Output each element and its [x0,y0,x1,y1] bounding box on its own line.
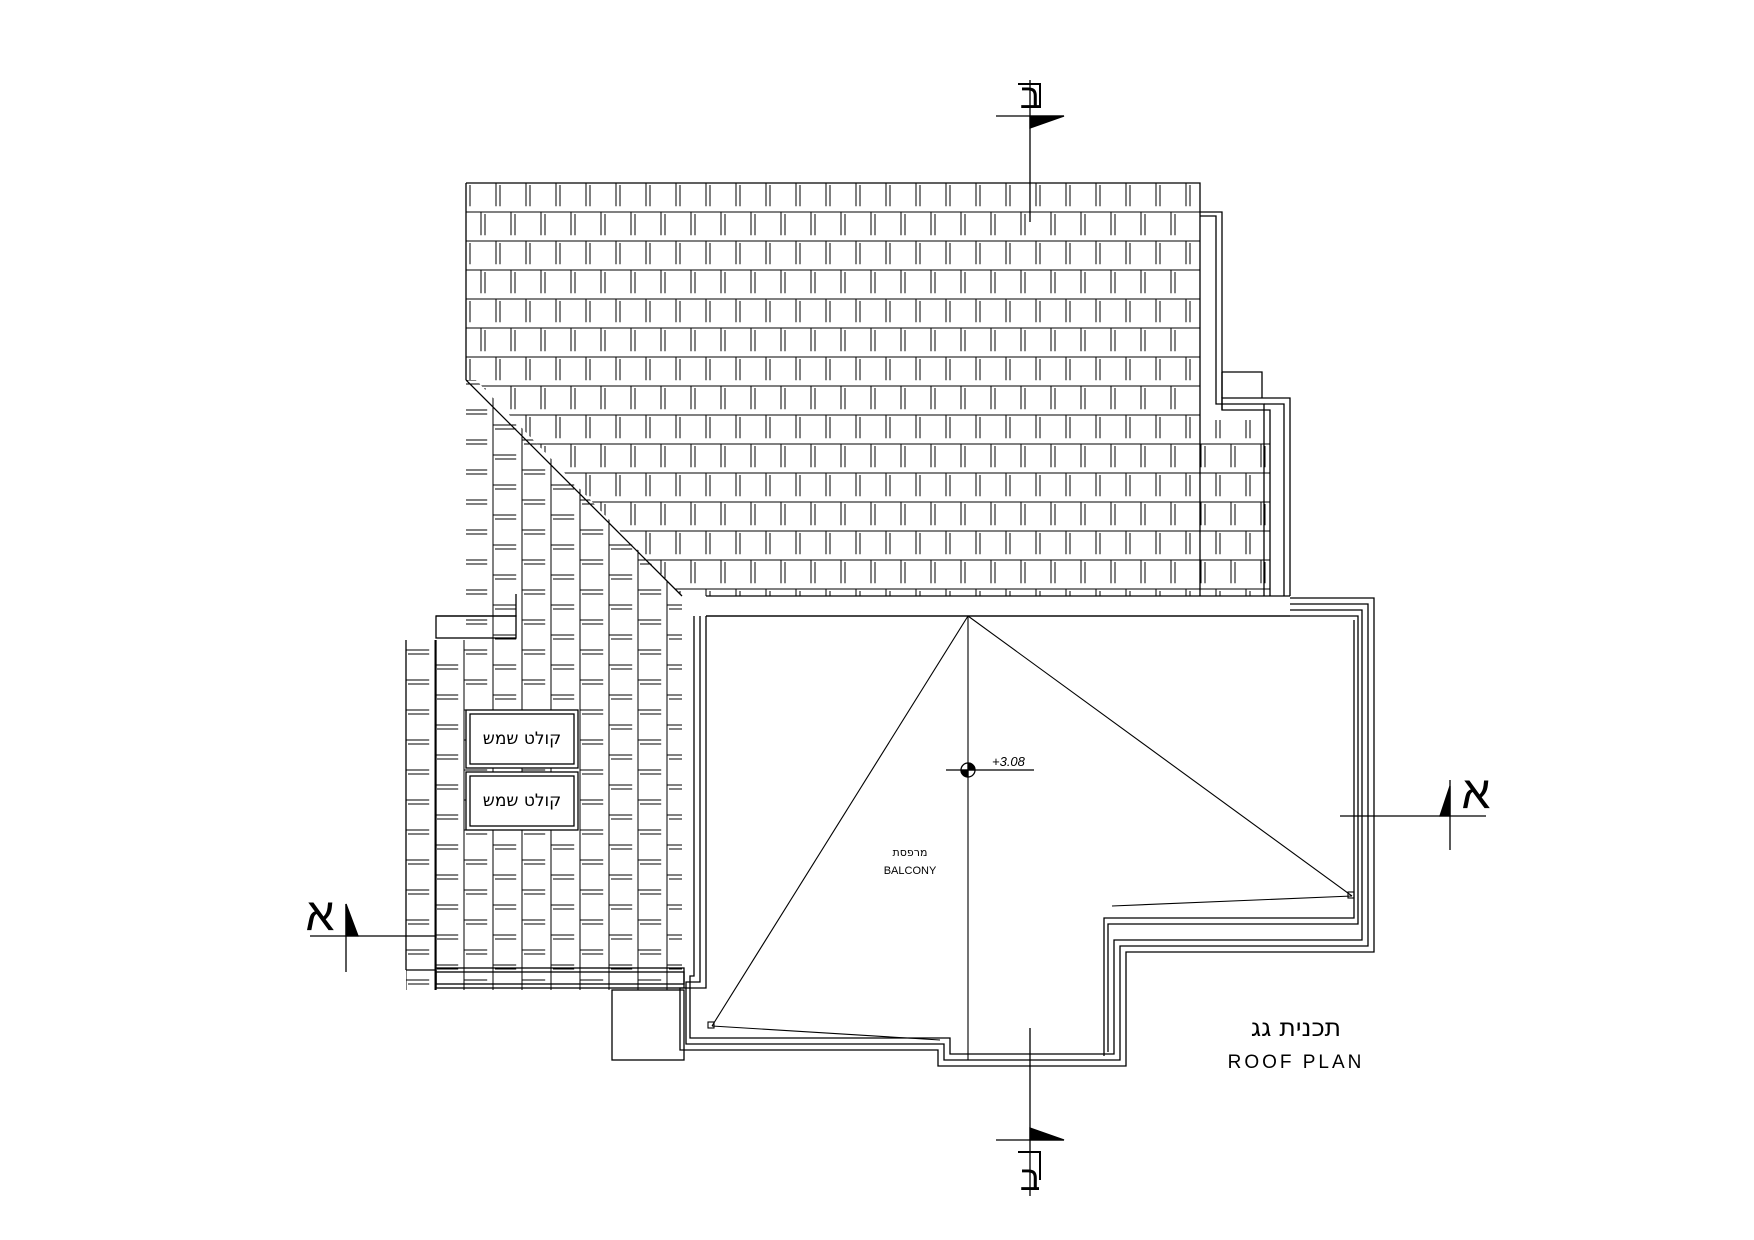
section-letter-b-bottom: ב [1020,1159,1040,1199]
section-mark-a-left [310,903,436,972]
roof-hip-line [465,379,683,597]
section-mark-b-bottom [996,1028,1065,1196]
section-letter-b-top: ב [1020,77,1040,117]
section-letter-a-left: א [306,887,335,941]
building-outline [405,211,1291,1061]
balcony-outline [679,597,1375,1067]
tiled-roof-lower [406,380,682,990]
solar-collector-1 [465,709,579,769]
elevation-label: +3.08 [992,754,1026,769]
drawing-title-he: תכנית גג [1251,1013,1341,1042]
section-mark-a-right [1340,780,1486,850]
section-mark-b-top [996,80,1065,222]
balcony-slope-lines [707,615,1355,1060]
tiled-roof-upper [465,182,1270,596]
solar-collector-1-label: קולט שמש [483,729,561,749]
drawing-title-en: ROOF PLAN [1228,1052,1365,1073]
balcony-label-en: BALCONY [884,865,937,877]
solar-collector-2-label: קולט שמש [483,791,561,811]
section-letter-a-right: א [1462,765,1491,819]
solar-collector-2 [465,771,579,831]
balcony-label-he: מרפסת [893,846,928,859]
elevation-marker [946,762,1034,778]
